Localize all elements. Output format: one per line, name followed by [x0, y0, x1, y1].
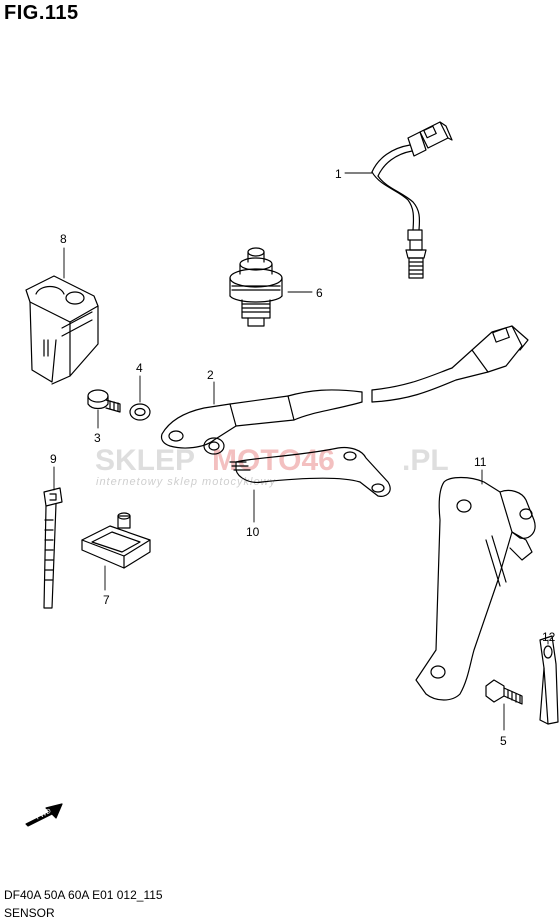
model-code: DF40A 50A 60A E01 012_115 [4, 888, 163, 902]
callout-12: 12 [542, 630, 556, 644]
callouts: 1 2 3 4 5 6 7 8 9 10 11 12 [50, 167, 556, 748]
watermark-brand-a: SKLEP [95, 444, 195, 477]
part-6-pressure-switch [229, 247, 283, 327]
fwd-arrow: FWD [25, 803, 63, 827]
callout-11: 11 [474, 455, 487, 469]
part-2-position-sensor [160, 325, 529, 455]
watermark-brand-c: .PL [402, 444, 449, 477]
watermark-brand-b: MOTO46 [212, 444, 335, 477]
part-1-sensor-lead [371, 121, 453, 279]
callout-10: 10 [246, 525, 260, 539]
callout-6: 6 [316, 286, 323, 300]
part-4-washer [129, 403, 151, 421]
callout-7: 7 [103, 593, 110, 607]
callout-9: 9 [50, 452, 57, 466]
figure-title: FIG.115 [4, 2, 79, 24]
fwd-label: FWD [35, 808, 52, 822]
part-9-cable-tie [43, 487, 63, 609]
part-3-bolt [87, 389, 121, 413]
callout-1: 1 [335, 167, 342, 181]
part-10-bracket [229, 446, 391, 497]
watermark: SKLEP MOTO46 .PL internetowy sklep motoc… [95, 444, 449, 488]
callout-3: 3 [94, 431, 101, 445]
callout-5: 5 [500, 734, 507, 748]
callout-8: 8 [60, 232, 67, 246]
part-12-strap [539, 635, 559, 725]
part-8-holder [25, 275, 99, 385]
part-5-bolt [485, 679, 523, 705]
figure-name: SENSOR [4, 906, 55, 920]
leader-lines [53, 172, 549, 731]
watermark-tagline: internetowy sklep motocyklowy [96, 476, 277, 488]
part-7-clamp [81, 512, 151, 569]
callout-2: 2 [207, 368, 214, 382]
part-11-large-bracket [415, 476, 536, 701]
callout-4: 4 [136, 361, 143, 375]
